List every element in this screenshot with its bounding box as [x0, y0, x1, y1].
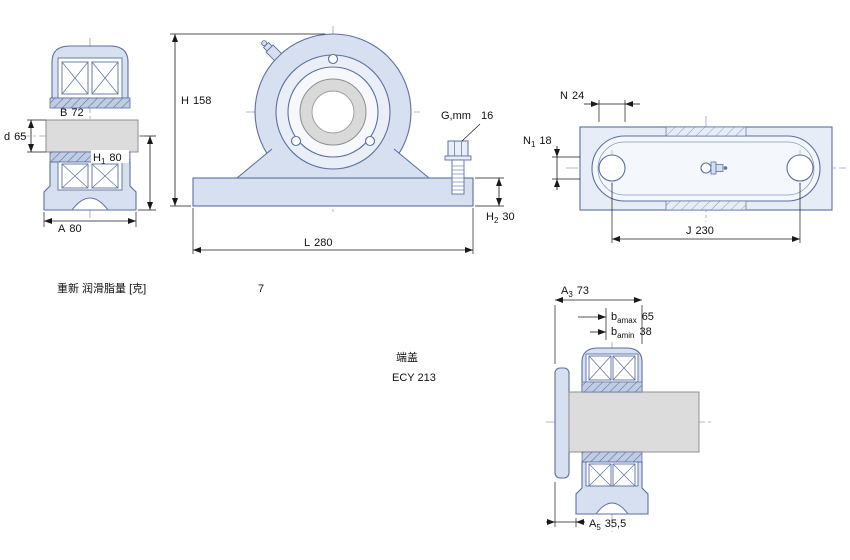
- bolt-hole: [786, 154, 814, 182]
- bearing-roller-icon: [61, 163, 89, 189]
- cast-pad: [665, 126, 747, 137]
- mounting-bolt-icon: [444, 140, 472, 195]
- bearing-roller-icon: [91, 163, 119, 189]
- foot-arch: [595, 502, 629, 515]
- bearing-roller-icon: [91, 61, 119, 95]
- bearing-roller-icon: [588, 355, 612, 381]
- grease-fitting-icon: [715, 164, 724, 172]
- seal-strip: [581, 451, 643, 463]
- grease-fitting-icon: [700, 162, 712, 174]
- bearing-roller-icon: [61, 61, 89, 95]
- seal-strip: [581, 381, 643, 393]
- shaft: [568, 391, 700, 453]
- housing-top-inner-line: [597, 141, 815, 196]
- shaft: [45, 119, 139, 153]
- bearing-roller-icon: [612, 463, 636, 487]
- seal-strip: [49, 97, 131, 109]
- end-cover: [554, 367, 570, 479]
- endcap-label: 端盖: [396, 350, 418, 364]
- cast-pad: [665, 200, 747, 211]
- grease-fitting-icon: [261, 40, 283, 62]
- bearing-roller-icon: [588, 463, 612, 487]
- grease-fitting-icon: [710, 161, 717, 175]
- bolt-hole: [598, 154, 626, 182]
- relubrication-value: 7: [258, 283, 264, 295]
- grease-fitting-icon: [723, 166, 728, 170]
- foot-arch: [70, 197, 110, 211]
- endcap-designation: ECY 213: [392, 372, 436, 384]
- housing-base: [192, 177, 474, 207]
- shaft-bore: [311, 90, 355, 134]
- bearing-roller-icon: [612, 355, 636, 381]
- flange-hole: [327, 53, 339, 65]
- flange-hole: [364, 135, 376, 147]
- label-backing: [91, 150, 129, 163]
- relubrication-label: 重新 润滑脂量 [克]: [57, 281, 146, 295]
- flange-hole: [290, 135, 302, 147]
- notes: 重新 润滑脂量 [克] 7 端盖 ECY 213: [57, 281, 436, 384]
